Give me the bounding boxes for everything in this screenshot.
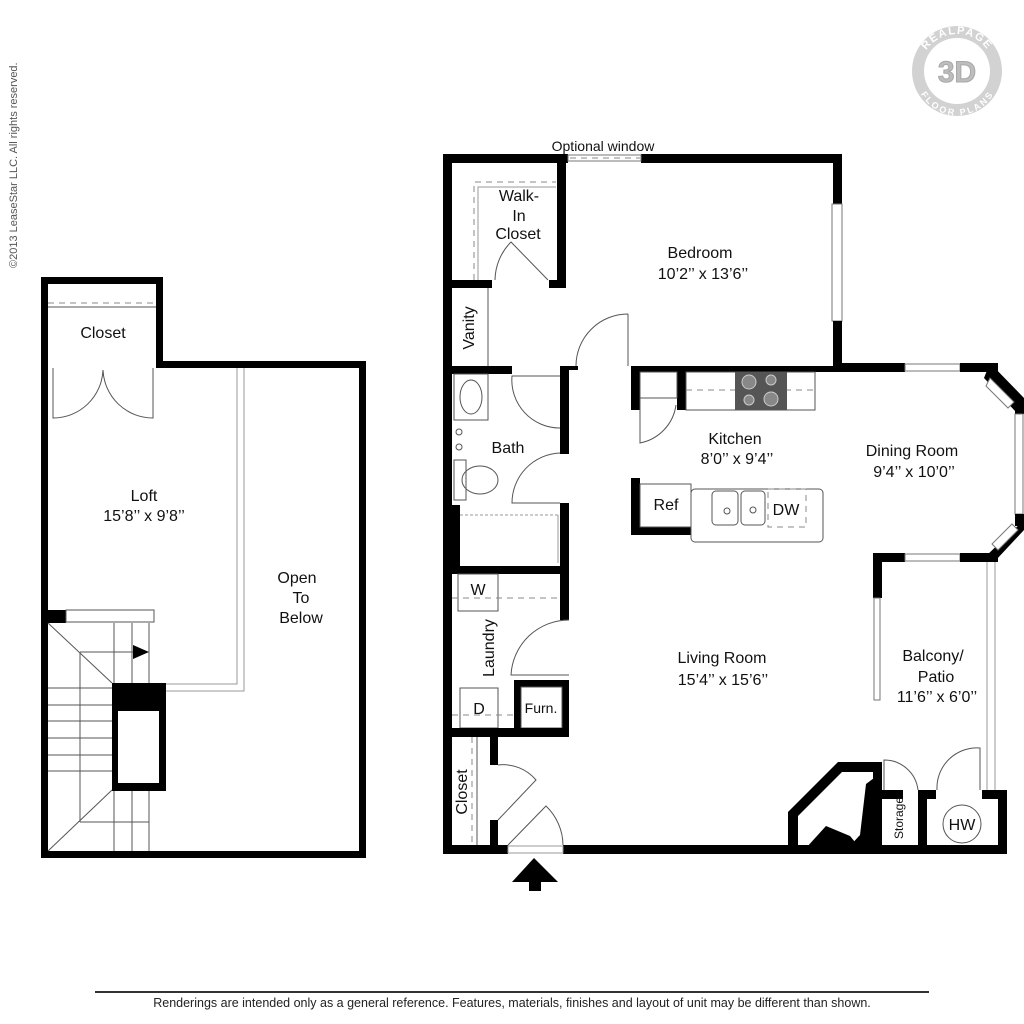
storage-label: Storage (892, 797, 906, 839)
stair-direction-arrow-icon (133, 645, 149, 659)
dining-room-dimensions: 9’4’’ x 10’0’’ (873, 464, 955, 481)
upper-floor: Closet Loft 15’8’’ x 9’8’’ Open To Below (41, 277, 366, 858)
loft-closet-label: Closet (80, 325, 126, 342)
open-to-below-label-3: Below (279, 610, 323, 627)
entry-arrow-icon (512, 858, 558, 891)
living-room-dimensions: 15’4’’ x 15’6’’ (678, 672, 768, 689)
balcony-label-2: Patio (918, 669, 955, 686)
balcony-label-1: Balcony/ (902, 648, 964, 665)
kitchen-dimensions: 8’0’’ x 9’4’’ (701, 451, 774, 468)
bath-label: Bath (492, 440, 525, 457)
main-floor: Optional window Walk- In Closet Bedroom … (443, 138, 1024, 891)
walk-in-closet-label-2: In (512, 208, 525, 225)
disclaimer-divider (95, 991, 929, 993)
optional-window-label: Optional window (552, 138, 656, 154)
dining-room-label: Dining Room (866, 443, 958, 460)
living-room-label: Living Room (678, 650, 767, 667)
walk-in-closet-label-3: Closet (495, 226, 541, 243)
vanity-label: Vanity (461, 306, 478, 349)
laundry-label: Laundry (481, 619, 498, 677)
disclaimer-text: Renderings are intended only as a genera… (153, 996, 871, 1010)
dishwasher-label: DW (773, 502, 801, 519)
washer-label: W (470, 582, 486, 599)
open-to-below-label-2: To (293, 590, 310, 607)
water-heater-label: HW (949, 817, 977, 834)
refrigerator-label: Ref (654, 497, 679, 514)
furnace-label: Furn. (525, 700, 558, 716)
walk-in-closet-label-1: Walk- (499, 188, 539, 205)
bedroom-label: Bedroom (668, 245, 733, 262)
balcony-dimensions: 11’6’’ x 6’0’’ (897, 689, 977, 706)
dryer-label: D (473, 701, 485, 718)
badge-3d-text: 3D (938, 56, 976, 89)
loft-label: Loft (131, 488, 158, 505)
kitchen-label: Kitchen (708, 431, 761, 448)
entry-closet-label: Closet (454, 769, 471, 815)
cooktop (735, 372, 787, 410)
loft-dimensions: 15’8’’ x 9’8’’ (103, 508, 185, 525)
bedroom-dimensions: 10’2’’ x 13’6’’ (658, 266, 748, 283)
realpage-3d-floor-plans-logo: REALPAGE FLOOR PLANS 3D (912, 25, 1002, 117)
open-to-below-label-1: Open (277, 570, 316, 587)
